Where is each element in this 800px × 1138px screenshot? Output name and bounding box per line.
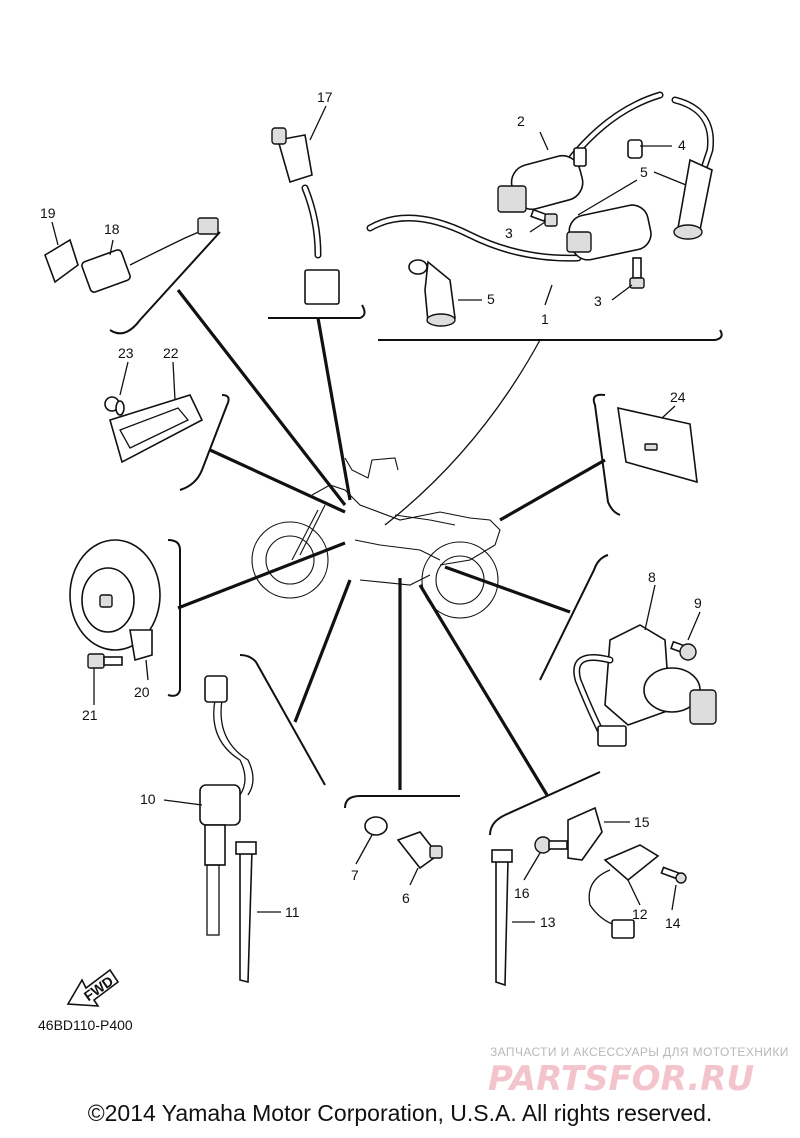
diagram-code: 46BD110-P400	[38, 1017, 133, 1033]
callout-23: 23	[118, 345, 134, 361]
main-switch-8	[573, 624, 717, 747]
leader-lines	[176, 289, 606, 796]
coil-cap-part	[627, 139, 643, 159]
callout-12: 12	[632, 906, 648, 922]
group-brackets	[109, 231, 723, 836]
reflector-24	[617, 406, 698, 484]
callout-24: 24	[670, 389, 686, 405]
horn-20	[69, 539, 161, 662]
callout-11: 11	[285, 904, 300, 920]
bracket-15	[567, 806, 603, 861]
callout-4: 4	[678, 137, 686, 153]
watermark-tagline: ЗАПЧАСТИ И АКСЕССУАРЫ ДЛЯ МОТОТЕХНИКИ	[490, 1045, 789, 1059]
cable-tie-13	[491, 849, 513, 987]
relay-bracket-19	[44, 238, 79, 284]
washer-7	[364, 816, 388, 836]
callout-21: 21	[82, 707, 98, 723]
callout-20: 20	[134, 684, 150, 700]
callout-16: 16	[514, 885, 530, 901]
callout-6: 6	[402, 890, 410, 906]
fwd-arrow-icon: FWD	[66, 968, 120, 1007]
main-switch-bolt-9	[670, 640, 697, 661]
screw-6	[396, 831, 443, 870]
callout-13: 13	[540, 914, 556, 930]
spark-plug-cap-left	[408, 259, 456, 327]
callout-5-b: 5	[487, 291, 495, 307]
callout-9: 9	[694, 595, 702, 611]
watermark-site: PARTSFOR.RU	[488, 1059, 754, 1099]
bolt-16	[534, 836, 568, 854]
ignition-coil-lower	[366, 204, 652, 262]
callout-lines	[51, 105, 701, 923]
callout-15: 15	[634, 814, 650, 830]
callout-3-b: 3	[594, 293, 602, 309]
motorcycle-outline	[251, 457, 501, 619]
horn-bolt-21	[87, 653, 123, 669]
callout-19: 19	[40, 205, 56, 221]
callout-17: 17	[317, 89, 333, 105]
sensor-10	[199, 675, 254, 936]
callout-8: 8	[648, 569, 656, 585]
coil-bolt-upper	[530, 208, 558, 227]
callout-7: 7	[351, 867, 359, 883]
callout-3: 3	[505, 225, 513, 241]
ignition-coil-upper	[497, 91, 715, 213]
callout-1: 1	[541, 311, 549, 327]
reflector-nut-23	[104, 396, 125, 416]
cable-tie-11	[235, 841, 257, 984]
callout-labels: 1 2 3 3 4 5 5 6 7 8 9 10 11 12 13 14 15 …	[40, 89, 702, 931]
relay-18	[81, 217, 219, 293]
callout-18: 18	[104, 221, 120, 237]
callout-22: 22	[163, 345, 179, 361]
screw-14	[660, 866, 687, 884]
coil-bolt-lower	[629, 257, 645, 289]
callout-10: 10	[140, 791, 156, 807]
spark-plug-cap-right	[673, 158, 713, 240]
watermark: ЗАПЧАСТИ И АКСЕССУАРЫ ДЛЯ МОТОТЕХНИКИ PA…	[488, 1045, 789, 1099]
callout-14: 14	[665, 915, 681, 931]
copyright-notice: ©2014 Yamaha Motor Corporation, U.S.A. A…	[87, 1100, 713, 1126]
callout-5: 5	[640, 164, 648, 180]
sensor-switch-17	[271, 127, 340, 305]
reflector-22	[109, 394, 204, 464]
callout-2: 2	[517, 113, 525, 129]
switch-12	[588, 844, 660, 939]
